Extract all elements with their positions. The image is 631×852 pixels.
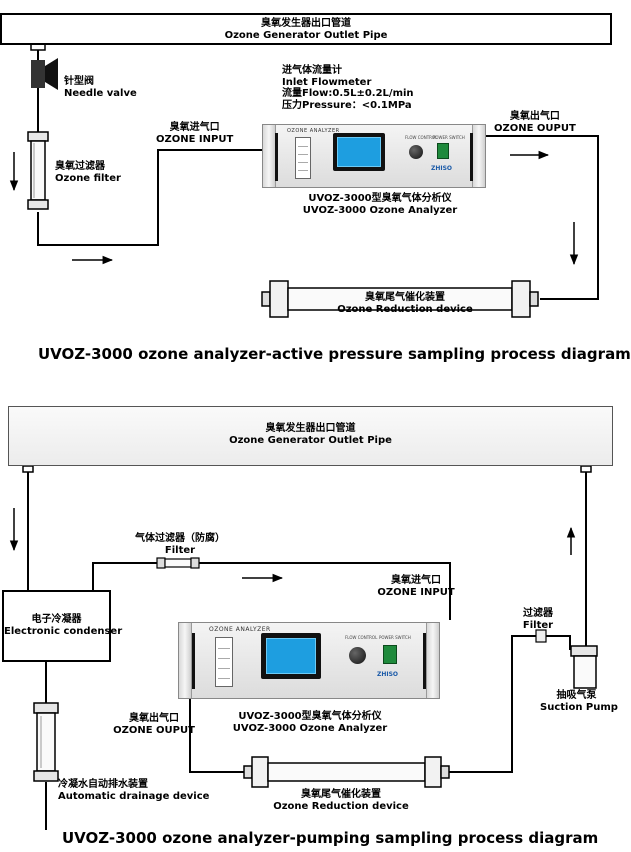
d2-tube-filter-to-pump (546, 635, 571, 650)
gas-filter-cn: 气体过滤器（防腐） (135, 533, 225, 544)
d2-analyzer-cn: UVOZ-3000型臭氧气体分析仪 (238, 711, 382, 722)
suction-pump-en: Suction Pump (540, 702, 618, 713)
d2-tube-filter-to-input (198, 562, 451, 620)
inlet-flowmeter-en: Inlet Flowmeter (282, 76, 372, 88)
small-filter-icon (535, 629, 547, 643)
d2-pipes (27, 472, 587, 830)
drainage-device-cn: 冷凝水自动排水装置 (58, 779, 148, 790)
diagram-root: { "d1": { "pipe_cn": "臭氧发生器出口管道", "pipe_… (0, 13, 631, 847)
gas-filter-label: 气体过滤器（防腐） Filter (130, 533, 230, 557)
inlet-flowmeter-label: 进气体流量计 Inlet Flowmeter 流量Flow:0.5L±0.2L/… (282, 65, 414, 111)
d2-analyzer-en: UVOZ-3000 Ozone Analyzer (232, 723, 388, 734)
drainage-device-label: 冷凝水自动排水装置 Automatic drainage device (58, 779, 209, 803)
needle-valve-label: 针型阀 Needle valve (64, 76, 137, 100)
drainage-device-icon (33, 702, 59, 782)
electronic-condenser-en: Electronic condenser (4, 626, 123, 637)
needle-valve-icon (31, 58, 58, 90)
d2-pipe-stubs (22, 465, 592, 473)
d1-outlet-pipe-cn: 臭氧发生器出口管道 (261, 18, 351, 29)
d2-caption: UVOZ-3000 ozone analyzer-pumping samplin… (62, 829, 599, 847)
suction-pump-label: 抽吸气泵 Suction Pump (540, 690, 618, 714)
inlet-pressure-spec: 压力Pressure：<0.1MPa (282, 99, 412, 111)
d1-caption: UVOZ-3000 ozone analyzer-active pressure… (38, 345, 631, 363)
pump-filter-en: Filter (522, 620, 554, 631)
d1-ozone-output-en: OZONE OUPUT (494, 123, 576, 134)
d2-ozone-output-label: 臭氧出气口 OZONE OUPUT (112, 713, 196, 737)
d1-tube-filter-to-input (37, 149, 262, 246)
inlet-flow-spec: 流量Flow:0.5L±0.2L/min (282, 88, 414, 99)
d1-panel-label: OZONE ANALYZER (287, 128, 340, 134)
d1-analyzer-en: UVOZ-3000 Ozone Analyzer (302, 205, 458, 216)
d1-ozone-output-cn: 臭氧出气口 (509, 111, 560, 122)
electronic-condenser-box: 电子冷凝器 Electronic condenser (2, 590, 123, 662)
pump-filter-label: 过滤器 Filter (518, 608, 558, 632)
d1-pipes (37, 44, 599, 300)
d2-reduction-device-icon (243, 756, 450, 788)
d2-reduction-cn: 臭氧尾气催化装置 (301, 789, 381, 800)
ozone-filter-cn: 臭氧过滤器 (55, 161, 105, 172)
drainage-device-en: Automatic drainage device (58, 791, 210, 802)
d1-ozone-input-label: 臭氧进气口 OZONE INPUT (156, 122, 233, 146)
d1-brand-logo: ZHISO (431, 165, 453, 172)
ozone-filter-icon (27, 131, 49, 210)
electronic-condenser-label: 电子冷凝器 Electronic condenser (4, 614, 123, 638)
d2-ozone-input-cn: 臭氧进气口 (391, 575, 441, 586)
d2-power-switch (383, 645, 397, 664)
piping-layer (9, 43, 599, 830)
gas-filter-en: Filter (164, 545, 196, 556)
d1-outlet-pipe: 臭氧发生器出口管道 Ozone Generator Outlet Pipe (0, 13, 612, 45)
d1-reduction-cn: 臭氧尾气催化装置 (365, 292, 445, 303)
d2-flowmeter-icon (215, 637, 233, 687)
pump-filter-cn: 过滤器 (523, 608, 553, 619)
d2-analyzer-label: UVOZ-3000型臭氧气体分析仪 UVOZ-3000 Ozone Analyz… (226, 711, 394, 735)
d2-ozone-input-label: 臭氧进气口 OZONE INPUT (376, 575, 456, 599)
ozone-filter-en: Ozone filter (55, 173, 121, 184)
d1-reduction-label: 臭氧尾气催化装置 Ozone Reduction device (330, 292, 480, 316)
d2-ozone-analyzer-device: OZONE ANALYZER FLOW CONTROL POWER SWITCH… (178, 622, 440, 699)
needle-valve-cn: 针型阀 (64, 76, 94, 87)
electronic-condenser-cn: 电子冷凝器 (31, 614, 82, 625)
d2-power-switch-label: POWER SWITCH (379, 635, 411, 640)
d1-flow-knob (409, 145, 423, 159)
d2-panel-label: OZONE ANALYZER (209, 626, 271, 633)
d2-outlet-pipe: 臭氧发生器出口管道 Ozone Generator Outlet Pipe (8, 406, 613, 466)
d1-outlet-pipe-en: Ozone Generator Outlet Pipe (224, 30, 388, 41)
d1-display-screen (333, 133, 385, 171)
d1-ozone-input-en: OZONE INPUT (156, 134, 234, 145)
d2-tube-condenser-to-filter (92, 562, 160, 590)
d2-outlet-pipe-en: Ozone Generator Outlet Pipe (229, 435, 392, 446)
d1-ozone-output-label: 臭氧出气口 OZONE OUPUT (494, 111, 576, 135)
d2-reduction-label: 臭氧尾气催化装置 Ozone Reduction device (266, 789, 416, 813)
d2-outlet-pipe-cn: 臭氧发生器出口管道 (265, 423, 356, 434)
gas-filter-icon (156, 557, 200, 569)
d1-tube-output-to-reduction (486, 135, 599, 300)
d2-ozone-output-cn: 臭氧出气口 (129, 713, 179, 724)
d1-reduction-device-icon (261, 280, 539, 318)
suction-pump-cn: 抽吸气泵 (556, 690, 597, 701)
d2-ozone-output-en: OZONE OUPUT (113, 725, 195, 736)
d2-tube-reduction-to-filter (440, 635, 538, 773)
d1-flow-arrows (9, 150, 579, 266)
d1-analyzer-cn: UVOZ-3000型臭氧气体分析仪 (308, 193, 452, 204)
needle-valve-en: Needle valve (64, 88, 137, 99)
d1-reduction-en: Ozone Reduction device (337, 304, 473, 315)
d1-power-switch (437, 143, 449, 159)
d1-power-switch-label: POWER SWITCH (433, 135, 465, 140)
d2-display-screen (261, 633, 321, 679)
suction-pump-icon (570, 645, 598, 689)
d2-tube-output-to-reduction (189, 686, 250, 773)
d1-ozone-input-cn: 臭氧进气口 (169, 122, 220, 133)
inlet-flowmeter-cn: 进气体流量计 (282, 65, 342, 76)
d2-flow-control-label: FLOW CONTROL (345, 635, 378, 640)
ozone-filter-label: 臭氧过滤器 Ozone filter (55, 161, 121, 185)
d1-flowmeter-icon (295, 137, 311, 179)
d1-analyzer-label: UVOZ-3000型臭氧气体分析仪 UVOZ-3000 Ozone Analyz… (296, 193, 464, 217)
d2-brand-logo: ZHISO (377, 671, 399, 678)
d2-flow-knob (349, 647, 366, 664)
d1-flow-control-label: FLOW CONTROL (405, 135, 438, 140)
d1-ozone-analyzer-device: OZONE ANALYZER FLOW CONTROL POWER SWITCH… (262, 124, 486, 188)
d2-flow-arrows (9, 508, 576, 583)
d2-ozone-input-en: OZONE INPUT (377, 587, 455, 598)
d2-reduction-en: Ozone Reduction device (273, 801, 409, 812)
